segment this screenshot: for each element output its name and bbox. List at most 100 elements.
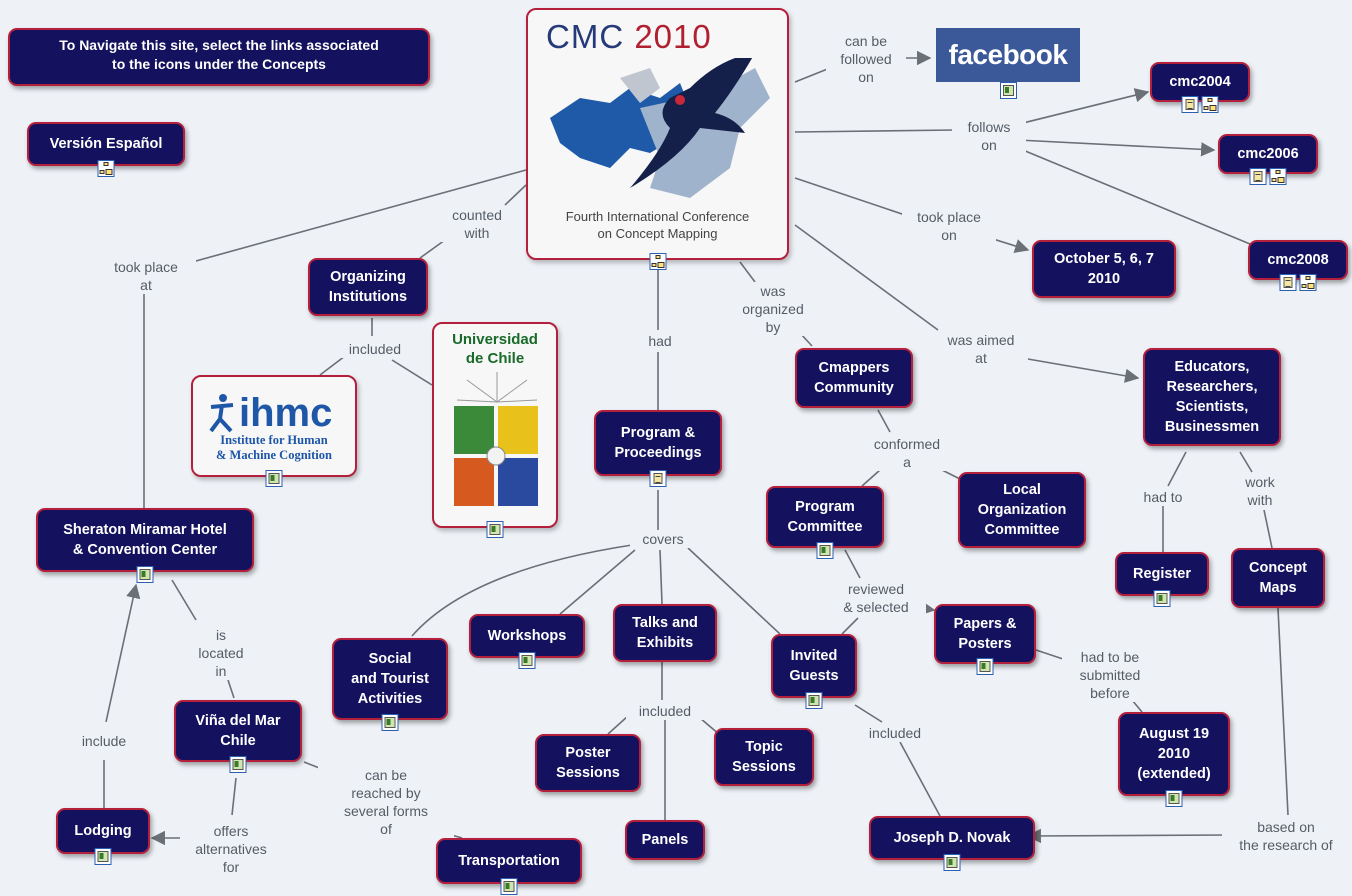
lodging-node[interactable]: Lodging <box>56 808 150 865</box>
poster-sessions-node: Poster Sessions <box>535 734 641 792</box>
document-icon[interactable] <box>649 470 667 487</box>
panels-label: Panels <box>641 832 689 848</box>
cmc-logo-word: CMC <box>546 18 625 55</box>
concept-maps-label: Concept Maps <box>1249 560 1307 596</box>
university-crest <box>454 372 538 506</box>
program-proceedings-label: Program & Proceedings <box>614 425 702 461</box>
web-link-icon[interactable] <box>265 470 283 487</box>
web-link-icon[interactable] <box>816 542 834 559</box>
label-conformed-a: conformed a <box>858 435 956 471</box>
sheraton-node[interactable]: Sheraton Miramar Hotel & Convention Cent… <box>36 508 254 583</box>
organizing-institutions-node: Organizing Institutions <box>308 258 428 316</box>
web-link-icon[interactable] <box>805 692 823 709</box>
web-link-icon[interactable] <box>1153 590 1171 607</box>
ihmc-full-name: Institute for Human & Machine Cognition <box>216 433 332 462</box>
label-can-be-followed-on: can be followed on <box>826 32 906 86</box>
version-espanol-label: Versión Español <box>49 136 163 152</box>
universidad-de-chile-name: Universidad de Chile <box>452 331 538 367</box>
talks-exhibits-label: Talks and Exhibits <box>632 615 698 651</box>
label-counted-with: counted with <box>440 206 514 242</box>
lodging-label: Lodging <box>74 823 132 839</box>
workshops-node[interactable]: Workshops <box>469 614 585 669</box>
label-based-on-research-of: based on the research of <box>1222 818 1350 854</box>
papers-posters-node[interactable]: Papers & Posters <box>934 604 1036 675</box>
concept-map-link-icon[interactable] <box>1269 168 1287 185</box>
web-link-icon[interactable] <box>943 854 961 871</box>
panels-node: Panels <box>625 820 705 860</box>
label-include: include <box>68 732 140 750</box>
deadline-node[interactable]: August 19 2010 (extended) <box>1118 712 1230 807</box>
dates-node: October 5, 6, 7 2010 <box>1032 240 1176 298</box>
organizing-institutions-label: Organizing Institutions <box>328 269 408 305</box>
web-link-icon[interactable] <box>500 878 518 895</box>
label-is-located-in: is located in <box>192 626 250 680</box>
invited-guests-node[interactable]: Invited Guests <box>771 634 857 709</box>
web-link-icon[interactable] <box>518 652 536 669</box>
condor-map-illustration <box>550 58 770 198</box>
label-had-to-be-submitted-before: had to be submitted before <box>1062 648 1158 702</box>
deadline-label: August 19 2010 (extended) <box>1137 726 1211 782</box>
label-included-invited: included <box>856 724 934 742</box>
papers-posters-label: Papers & Posters <box>953 616 1017 652</box>
label-work-with: work with <box>1232 473 1288 509</box>
local-organization-committee-node: Local Organization Committee <box>958 472 1086 548</box>
educators-node: Educators, Researchers, Scientists, Busi… <box>1143 348 1281 446</box>
cmc2008-node[interactable]: cmc2008 <box>1248 240 1348 291</box>
topic-sessions-node: Topic Sessions <box>714 728 814 786</box>
local-organization-committee-label: Local Organization Committee <box>977 482 1067 538</box>
web-link-icon[interactable] <box>381 714 399 731</box>
web-link-icon[interactable] <box>136 566 154 583</box>
cmc-2010-logo-box: CMC 2010 Fourth International Conference… <box>526 8 789 270</box>
social-tourist-activities-label: Social and Tourist Activities <box>351 651 429 707</box>
web-link-icon[interactable] <box>976 658 994 675</box>
social-tourist-activities-node[interactable]: Social and Tourist Activities <box>332 638 448 731</box>
label-took-place-on: took place on <box>902 208 996 244</box>
label-offers-alternatives-for: offers alternatives for <box>180 822 282 876</box>
web-link-icon[interactable] <box>1165 790 1183 807</box>
concept-map-link-icon[interactable] <box>1299 274 1317 291</box>
label-follows-on: follows on <box>952 118 1026 154</box>
workshops-label: Workshops <box>487 628 567 644</box>
program-proceedings-node[interactable]: Program & Proceedings <box>594 410 722 487</box>
poster-sessions-label: Poster Sessions <box>556 745 620 781</box>
cmc2006-node[interactable]: cmc2006 <box>1218 134 1318 185</box>
educators-label: Educators, Researchers, Scientists, Busi… <box>1164 359 1260 435</box>
document-icon[interactable] <box>1279 274 1297 291</box>
concept-map-link-icon[interactable] <box>1201 96 1219 113</box>
navigation-instructions: To Navigate this site, select the links … <box>8 28 430 86</box>
label-can-be-reached-by: can be reached by several forms of <box>318 766 454 838</box>
register-node[interactable]: Register <box>1115 552 1209 607</box>
web-link-icon[interactable] <box>486 521 504 538</box>
universidad-de-chile-box: Universidad de Chile <box>432 322 558 538</box>
cmc2004-node[interactable]: cmc2004 <box>1150 62 1250 113</box>
facebook-logo[interactable]: facebook <box>936 28 1080 82</box>
label-had: had <box>638 332 682 350</box>
web-link-icon[interactable] <box>1000 82 1017 99</box>
label-reviewed-selected: reviewed & selected <box>826 580 926 616</box>
transportation-node[interactable]: Transportation <box>436 838 582 895</box>
dates-label: October 5, 6, 7 2010 <box>1054 251 1154 287</box>
label-took-place-at: took place at <box>96 258 196 294</box>
document-icon[interactable] <box>1249 168 1267 185</box>
vina-del-mar-label: Viña del Mar Chile <box>195 713 281 749</box>
web-link-icon[interactable] <box>94 848 112 865</box>
joseph-novak-node[interactable]: Joseph D. Novak <box>869 816 1035 871</box>
concept-map-link-icon[interactable] <box>97 160 115 177</box>
ihmc-logo-box: ihmc Institute for Human & Machine Cogni… <box>191 375 357 487</box>
document-icon[interactable] <box>1181 96 1199 113</box>
vina-del-mar-node[interactable]: Viña del Mar Chile <box>174 700 302 773</box>
label-included-institutions: included <box>336 340 414 358</box>
concept-maps-node: Concept Maps <box>1231 548 1325 608</box>
cmappers-community-node: Cmappers Community <box>795 348 913 408</box>
cmc-logo-text: CMC 2010 <box>546 18 712 56</box>
transportation-label: Transportation <box>458 853 560 869</box>
sheraton-label: Sheraton Miramar Hotel & Convention Cent… <box>63 522 227 558</box>
program-committee-node[interactable]: Program Committee <box>766 486 884 559</box>
concept-map-link-icon[interactable] <box>649 253 666 270</box>
program-committee-label: Program Committee <box>787 499 863 535</box>
web-link-icon[interactable] <box>229 756 247 773</box>
label-was-aimed-at: was aimed at <box>934 331 1028 367</box>
label-was-organized-by: was organized by <box>726 282 820 336</box>
version-espanol-node[interactable]: Versión Español <box>27 122 185 177</box>
